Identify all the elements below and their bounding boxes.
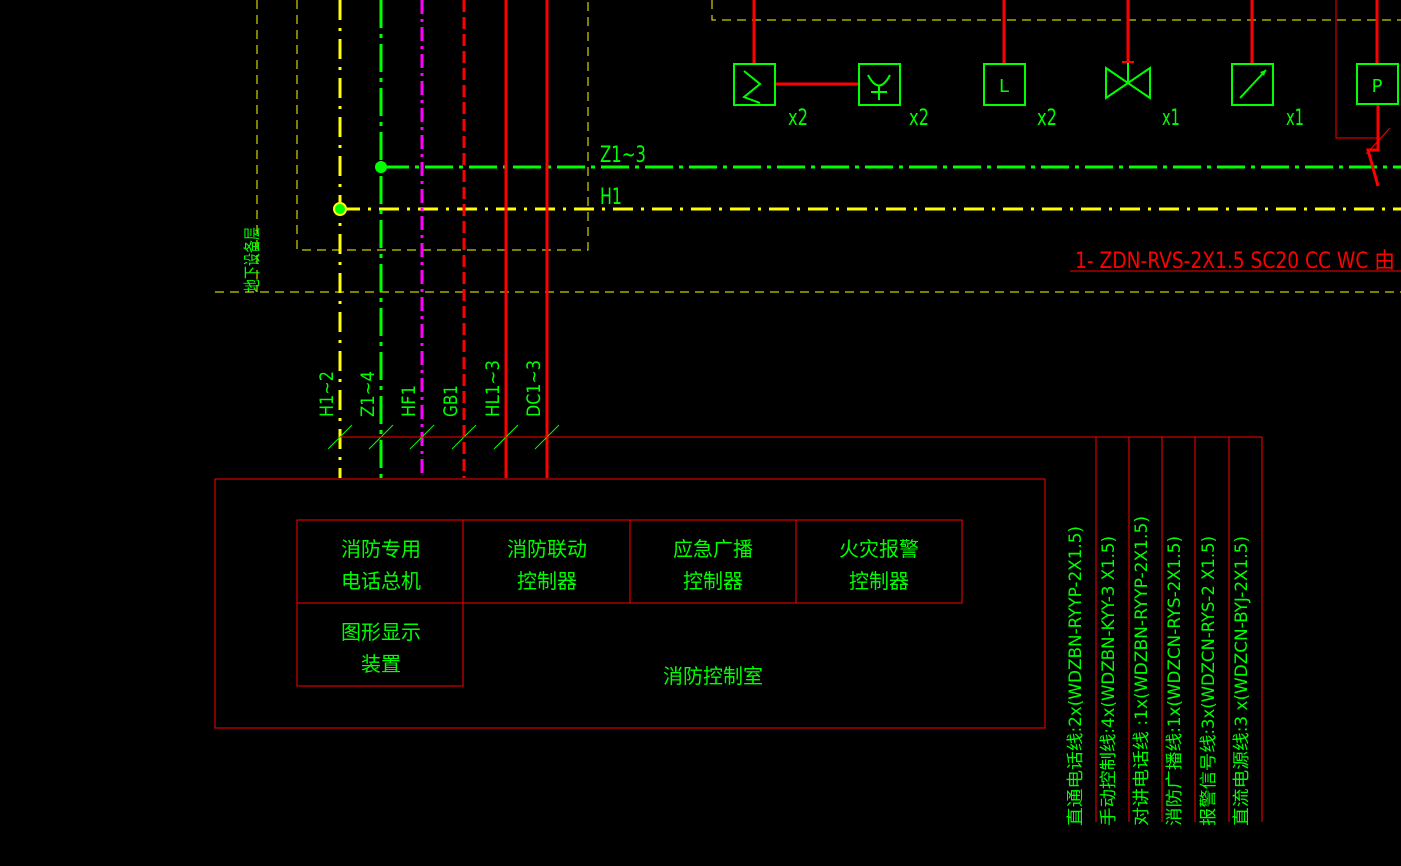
svg-text:电话总机: 电话总机 xyxy=(341,569,421,593)
fire-alarm-controller-cell: 火灾报警 控制器 xyxy=(839,537,919,593)
signal-valve-icon xyxy=(733,63,776,106)
z1-junction-dot xyxy=(375,161,387,173)
cable-legend-item: 直通电话线:2x(WDZBN-RYYP-2X1.5) xyxy=(1066,526,1086,826)
broadcast-controller-cell: 应急广播 控制器 xyxy=(673,537,753,593)
legend-leaders xyxy=(340,436,1263,822)
cable-legend-item: 消防广播线:1x(WDZCN-RYS-2X1.5) xyxy=(1165,536,1185,826)
svg-text:控制器: 控制器 xyxy=(849,569,909,593)
svg-text:消防专用: 消防专用 xyxy=(341,537,421,561)
cable-legend-item: 手动控制线:4x(WDZBN-KYY-3 X1.5) xyxy=(1099,536,1119,826)
fire-phone-host-cell: 消防专用 电话总机 xyxy=(341,537,421,593)
riser-label: H1~2 xyxy=(316,371,338,417)
svg-text:控制器: 控制器 xyxy=(517,569,577,593)
riser-label: GB1 xyxy=(440,385,462,417)
linkage-controller-cell: 消防联动 控制器 xyxy=(507,537,587,593)
svg-text:L: L xyxy=(999,76,1009,97)
riser-label: HF1 xyxy=(398,385,420,417)
svg-text:P: P xyxy=(1372,76,1383,97)
cable-legend-item: 直流电源线:3 x(WDZCN-BYJ-2X1.5) xyxy=(1232,536,1252,826)
svg-text:应急广播: 应急广播 xyxy=(673,537,753,561)
valve-icon xyxy=(1105,61,1151,100)
svg-text:装置: 装置 xyxy=(361,652,401,676)
riser-label: Z1~4 xyxy=(357,371,379,417)
cable-spec-label: 1- ZDN-RVS-2X1.5 SC20 CC WC 由 xyxy=(1075,249,1395,274)
field-devices: L P x2 x2 x2 x1 x1 xyxy=(733,0,1399,187)
riser-label: DC1~3 xyxy=(523,360,545,417)
cable-legend: 直通电话线:2x(WDZBN-RYYP-2X1.5) 手动控制线:4x(WDZB… xyxy=(1066,516,1252,826)
svg-text:图形显示: 图形显示 xyxy=(341,620,421,644)
sprinkler-icon xyxy=(858,63,901,106)
svg-text:控制器: 控制器 xyxy=(683,569,743,593)
risers xyxy=(338,0,549,478)
cable-legend-item: 对讲电话线 :1x(WDZBN-RYYP-2X1.5) xyxy=(1132,516,1152,826)
device-count: x1 xyxy=(1286,106,1304,131)
pressure-switch-icon: P xyxy=(1356,63,1399,105)
control-room-cells: 消防专用 电话总机 消防联动 控制器 应急广播 控制器 火灾报警 控制器 图形显… xyxy=(341,537,919,688)
basement-label: 地下设备层 xyxy=(243,227,263,292)
svg-text:消防联动: 消防联动 xyxy=(507,537,587,561)
device-count: x2 xyxy=(909,106,929,131)
control-room xyxy=(214,478,1046,729)
zone-borders xyxy=(215,0,1401,293)
level-icon: L xyxy=(983,63,1026,106)
riser-label: HL1~3 xyxy=(482,360,504,417)
z1-trunk-label: Z1~3 xyxy=(600,143,646,168)
riser-labels: H1~2 Z1~4 HF1 GB1 HL1~3 DC1~3 xyxy=(316,360,545,417)
h1-junction-dot xyxy=(333,202,347,216)
cable-legend-item: 报警信号线:3x(WDZCN-RYS-2 X1.5) xyxy=(1199,536,1219,826)
device-count: x1 xyxy=(1162,106,1180,131)
gauge-icon xyxy=(1231,63,1274,106)
device-count: x2 xyxy=(1037,106,1057,131)
device-count: x2 xyxy=(788,106,808,131)
svg-text:火灾报警: 火灾报警 xyxy=(839,537,919,561)
graphic-display-cell: 图形显示 装置 xyxy=(341,620,421,676)
control-room-name: 消防控制室 xyxy=(663,664,763,688)
h1-trunk-label: H1 xyxy=(600,185,622,210)
